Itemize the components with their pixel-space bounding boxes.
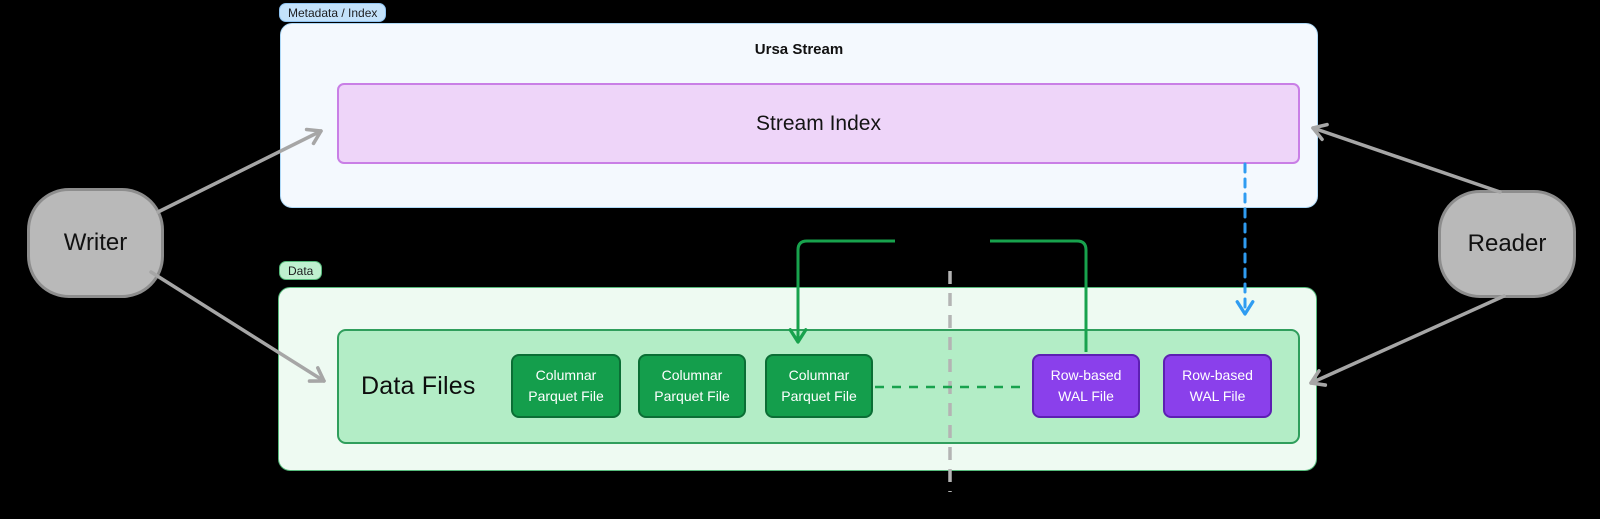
- parquet-file-3-line2: Parquet File: [781, 388, 857, 404]
- wal-file-box-1: Row-based WAL File: [1032, 354, 1140, 418]
- data-files-title: Data Files: [361, 372, 476, 400]
- reader-node: Reader: [1438, 190, 1576, 298]
- metadata-section-badge: Metadata / Index: [279, 3, 387, 22]
- parquet-file-3-line1: Columnar: [788, 367, 850, 383]
- parquet-file-1-line2: Parquet File: [528, 388, 604, 404]
- parquet-file-1-line1: Columnar: [535, 367, 597, 383]
- wal-file-2-line2: WAL File: [1189, 388, 1246, 404]
- data-badge-label: Data: [288, 264, 314, 278]
- wal-file-1-line2: WAL File: [1058, 388, 1114, 404]
- metadata-badge-label: Metadata / Index: [288, 6, 378, 20]
- data-section-badge: Data: [279, 261, 323, 280]
- reader-to-stream-index-arrow: [1311, 122, 1502, 194]
- writer-label: Writer: [63, 229, 128, 256]
- ursa-stream-title: Ursa Stream: [754, 41, 844, 58]
- stream-index-box: Stream Index: [337, 83, 1300, 164]
- parquet-file-box-3: Columnar Parquet File: [765, 354, 873, 418]
- wal-file-1-line1: Row-based: [1050, 367, 1122, 383]
- wal-file-2-line1: Row-based: [1182, 367, 1253, 383]
- parquet-file-2-line2: Parquet File: [654, 388, 730, 404]
- reader-label: Reader: [1467, 230, 1547, 257]
- stream-index-label: Stream Index: [756, 111, 881, 135]
- parquet-file-2-line1: Columnar: [661, 367, 723, 383]
- parquet-file-box-2: Columnar Parquet File: [638, 354, 746, 418]
- wal-file-box-2: Row-based WAL File: [1163, 354, 1272, 418]
- reader-to-data-files-arrow: [1309, 294, 1506, 387]
- writer-node: Writer: [27, 188, 164, 298]
- parquet-file-box-1: Columnar Parquet File: [511, 354, 621, 418]
